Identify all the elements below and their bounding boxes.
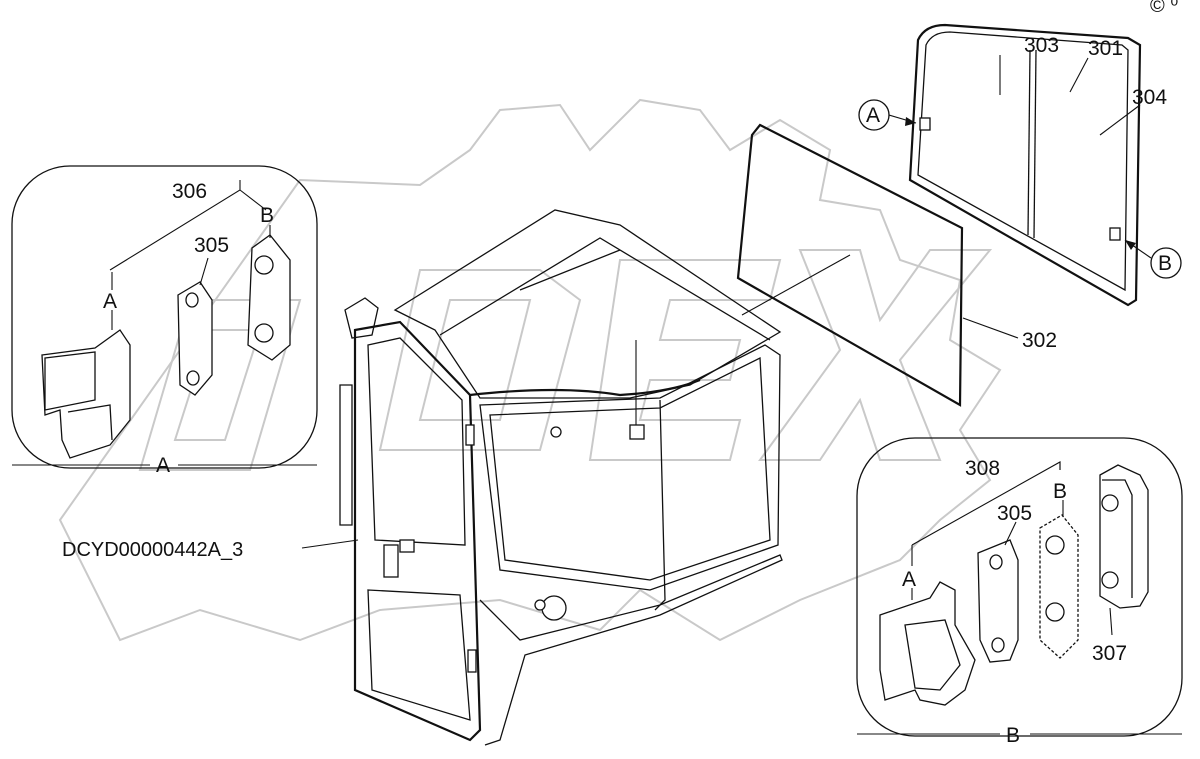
bubble-b-frame	[856, 437, 1183, 737]
striker-b-hole-2	[254, 323, 274, 343]
cab-door-hinge-lower	[467, 649, 477, 673]
corner-mark: © ⁰	[1150, 0, 1178, 17]
label-right-a-top: A	[902, 568, 916, 591]
cab-connector	[629, 424, 645, 440]
label-304: 304	[1132, 86, 1167, 109]
glass-302-reflection	[741, 254, 851, 316]
leader-307	[1109, 607, 1113, 636]
block-307-edge	[1102, 479, 1133, 598]
window-pane-divider-2	[1033, 49, 1037, 239]
watermark-letter-x	[758, 249, 993, 461]
label-303: 303	[1024, 34, 1059, 57]
striker-b-ghost	[1039, 514, 1079, 659]
plate-305-right	[977, 539, 1019, 663]
operator-cab	[339, 209, 783, 746]
detail-bubble-a: 306 B 305 A A	[11, 165, 318, 477]
cab-door-outline	[353, 320, 482, 742]
sliding-window-assembly: 303 301 304 A B © ⁰	[858, 0, 1182, 307]
callout-b-arrowhead	[1125, 240, 1136, 250]
label-308: 308	[965, 457, 1000, 480]
label-306: 306	[172, 180, 207, 203]
bubble-a-frame	[11, 165, 318, 469]
leader-302	[962, 317, 1019, 339]
label-callout-b: B	[1158, 252, 1172, 275]
window-frame-inner	[917, 31, 1129, 292]
cab-door-handle	[383, 544, 399, 578]
leader-305-right	[1004, 521, 1017, 546]
watermark-letter-e	[588, 259, 782, 461]
callout-b-circle	[1150, 247, 1182, 279]
glass-302-outline	[736, 123, 964, 407]
cab-door-handrail	[339, 384, 353, 526]
cab-work-light	[344, 297, 379, 339]
striker-b-hole-1	[254, 255, 274, 275]
cab-door-hinge-upper	[465, 424, 475, 446]
cab-roof-seam	[519, 249, 621, 291]
cab-bolt	[550, 426, 562, 438]
label-302: 302	[1022, 329, 1057, 352]
striker-ghost-hole-1	[1045, 535, 1065, 555]
label-right-b-top: B	[1053, 480, 1067, 503]
cab-lower-fitting-2	[534, 599, 546, 611]
fixed-glass-302: 302	[736, 123, 1057, 407]
window-latch-b	[1109, 227, 1121, 241]
plate-hole-2	[186, 370, 200, 386]
block-307-hole-1	[1101, 494, 1119, 512]
window-pane-divider	[1027, 49, 1031, 236]
window-frame-301	[908, 23, 1142, 307]
label-callout-a: A	[866, 104, 880, 127]
block-307-hole-2	[1101, 571, 1119, 589]
leader-305-left	[199, 257, 209, 286]
leader-301	[1069, 57, 1089, 93]
detail-bubble-b: 308 B 305 A 307 B	[856, 437, 1183, 747]
label-307: 307	[1092, 642, 1127, 665]
plate-305-left	[177, 281, 213, 396]
latch-a-handle	[44, 351, 96, 411]
cab-front-glass	[479, 344, 781, 591]
cab-door-lock	[399, 539, 415, 553]
watermark-letter-d	[378, 269, 582, 451]
plate-right-hole-2	[991, 637, 1005, 653]
label-305-left: 305	[194, 234, 229, 257]
label-301: 301	[1088, 37, 1123, 60]
cab-front-top	[469, 378, 701, 397]
striker-ghost-hole-2	[1045, 602, 1065, 622]
drawing-code: DCYD00000442A_3	[62, 539, 243, 561]
cab-roof-edge	[439, 237, 771, 341]
window-latch-a	[919, 117, 931, 131]
label-right-b-bottom: B	[1006, 724, 1020, 747]
label-left-a-top: A	[103, 290, 117, 313]
label-left-b-top: B	[260, 204, 274, 227]
callout-a-arrowhead	[905, 117, 916, 126]
leader-306-b	[239, 189, 267, 211]
cab-lower-body	[479, 554, 783, 746]
cab-roof	[393, 209, 782, 399]
latch-a-edge	[67, 404, 113, 441]
latch-b-handle	[904, 619, 961, 691]
drawing-code-leader	[301, 539, 359, 549]
cab-lower-fitting	[541, 595, 567, 621]
plate-right-hole-1	[989, 554, 1003, 570]
cab-front-post	[654, 399, 666, 611]
plate-hole-1	[185, 292, 199, 308]
label-305-right: 305	[997, 502, 1032, 525]
watermark-gear-outline	[58, 98, 1002, 642]
leader-304	[1099, 104, 1141, 136]
cab-door-lower-glass	[367, 589, 471, 721]
cab-door-upper-glass	[367, 337, 466, 546]
label-left-a-bottom: A	[156, 454, 170, 477]
block-307	[1099, 464, 1149, 609]
